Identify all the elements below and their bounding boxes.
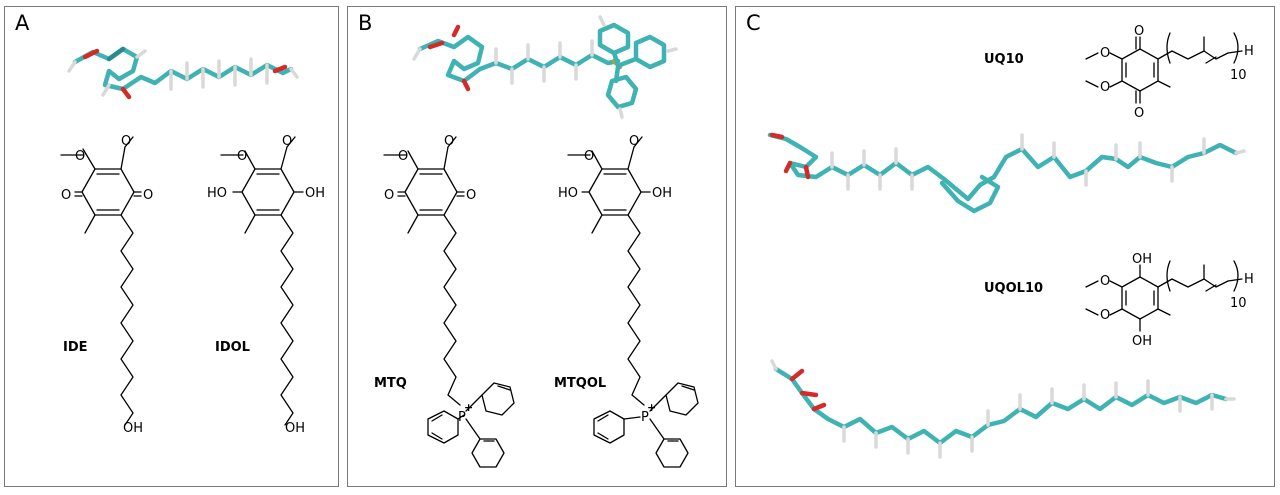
mtqol-o-top-right: O [629,134,639,149]
uqol10-oh-top: OH [1132,252,1152,267]
mtq-o-left: O [384,188,394,203]
label-idol: IDOL [215,340,250,355]
ide-o-right: O [143,188,153,203]
mtqol-ho: HO [558,186,578,201]
idebenone-3d-model [67,46,299,100]
uqol10-structure [1085,260,1243,332]
mtqol-o-top-left: O [584,149,594,164]
mtq-phosphorus: P [458,410,466,425]
uq10-structure [1085,32,1243,104]
panel-c: C UQ10 O O O O H 10 [735,6,1275,487]
panel-b: B [347,6,727,487]
idol-ho: HO [207,186,227,201]
uqol10-repeat: 10 [1230,296,1247,311]
uq10-repeat: 10 [1230,68,1247,83]
idol-oh-bottom: OH [285,421,305,436]
uq10-o-methoxy-top: O [1100,46,1110,61]
label-ide: IDE [63,340,88,355]
ide-oh: OH [123,421,143,436]
label-uq10: UQ10 [984,52,1024,67]
uqol10-oh-bottom: OH [1132,334,1152,349]
panel-b-drawing: O O O O P + MTQ [374,15,699,468]
mtqol-plus: + [647,401,656,414]
label-mtqol: MTQOL [554,376,606,391]
mtq-structure [383,136,515,468]
uq10-o-methoxy-bottom: O [1100,80,1110,95]
mtq-o-top-left: O [398,149,408,164]
label-uqol10: UQOL10 [984,281,1043,296]
uq10-h: H [1244,44,1254,59]
uqol10-o-methoxy-bottom: O [1100,308,1110,323]
panel-a: A [4,6,339,487]
mtq-o-top-right: O [444,134,454,149]
mtqol-oh: OH [652,186,672,201]
idol-structure [220,136,304,426]
idol-o-top-right: O [282,134,292,149]
label-mtq: MTQ [374,376,407,391]
ubiquinol-10-3d-model [770,359,1236,459]
mitoquinone-3d-model [412,15,678,119]
ide-o-top-right: O [121,134,131,149]
mtq-o-right: O [466,188,476,203]
idol-o-top-left: O [237,149,247,164]
panel-letter-c: C [746,11,761,35]
mtq-plus: + [464,401,473,414]
panel-a-drawing: O O O O OH IDE O O HO OH OH IDOL [60,46,325,436]
panel-c-drawing: UQ10 O O O O H 10 [767,24,1254,459]
mtqol-phosphorus: P [641,410,649,425]
ide-structure [60,136,142,426]
ubiquinone-10-3d-model [767,132,1246,214]
uq10-o-top: O [1134,24,1144,39]
uqol10-h: H [1244,272,1254,287]
panel-letter-b: B [358,11,373,35]
idol-oh-right: OH [305,186,325,201]
ide-o-left: O [61,188,71,203]
mtqol-structure [567,136,699,468]
panel-letter-a: A [15,11,30,35]
ide-o-top-left: O [75,149,85,164]
uq10-o-bottom: O [1134,106,1144,121]
uqol10-o-methoxy-top: O [1100,274,1110,289]
